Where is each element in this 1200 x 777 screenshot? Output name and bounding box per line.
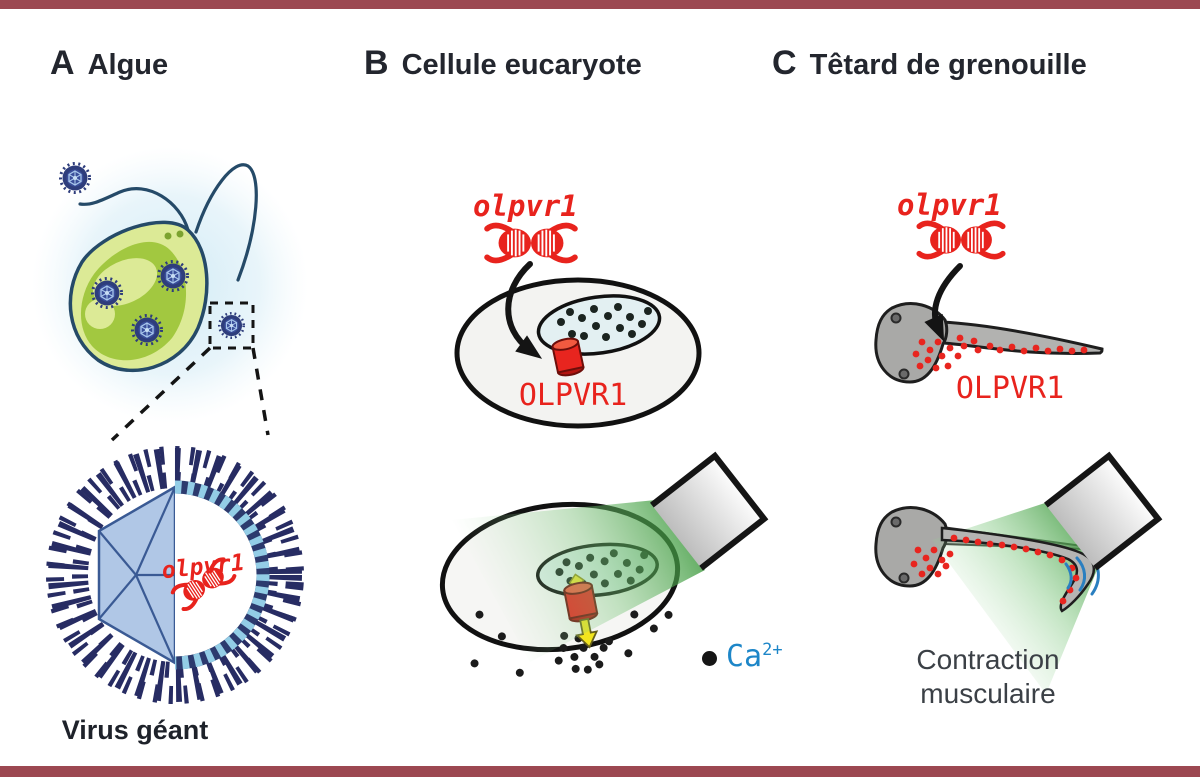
contraction-caption-line2: musculaire xyxy=(920,678,1055,709)
panel-b-letter: B xyxy=(364,44,389,82)
light-beam xyxy=(452,500,705,662)
expressed-protein-dots xyxy=(910,534,1080,605)
giant-virus-membrane xyxy=(174,480,270,670)
tadpole-eye xyxy=(898,368,910,380)
panel-a-illustration: olpvr1 Virus géant xyxy=(32,147,308,745)
tadpole-eye xyxy=(898,572,910,584)
panel-c-header: C Têtard de grenouille xyxy=(772,44,1087,83)
alga-cell xyxy=(68,220,209,373)
dna-icon xyxy=(919,220,1003,260)
panel-b-header: B Cellule eucaryote xyxy=(364,44,642,83)
insertion-arrow xyxy=(505,261,543,359)
giant-virus-caption: Virus géant xyxy=(62,715,209,745)
panel-c-title: Têtard de grenouille xyxy=(809,49,1087,81)
panel-c-letter: C xyxy=(772,44,797,82)
dna-icon xyxy=(487,222,575,264)
panel-a-letter: A xyxy=(50,44,75,82)
giant-virus-facets xyxy=(98,486,177,664)
protein-label: OLPVR1 xyxy=(519,378,627,413)
expressed-protein-dots xyxy=(912,334,1088,372)
protein-label: OLPVR1 xyxy=(956,371,1064,406)
cell: OLPVR1 xyxy=(454,277,702,429)
calcium-symbol: Ca2+ xyxy=(726,639,783,674)
channel-protein xyxy=(551,337,585,377)
light-source xyxy=(1044,451,1163,571)
magnifier-callout xyxy=(110,301,270,442)
calcium-dot-icon xyxy=(702,651,717,666)
top-border-bar xyxy=(0,0,1200,9)
calcium-charge: 2+ xyxy=(762,640,783,660)
gene-label: olpvr1 xyxy=(897,188,1002,222)
contraction-caption-line1: Contraction xyxy=(916,644,1059,675)
giant-virus: olpvr1 xyxy=(46,446,304,704)
panel-a-title: Algue xyxy=(87,49,169,81)
panel-c-illustration: olpvr1 OLPVR1 xyxy=(874,188,1163,709)
panel-b-illustration: olpvr1 OLPVR1 xyxy=(439,189,769,677)
tadpole-eye xyxy=(890,516,902,528)
calcium-legend: Ca2+ xyxy=(702,640,783,673)
panel-a-header: A Algue xyxy=(50,44,168,83)
injection-arrow xyxy=(924,263,963,342)
light-source xyxy=(650,451,769,571)
gene-label: olpvr1 xyxy=(473,189,578,223)
panel-b-title: Cellule eucaryote xyxy=(401,49,642,81)
tadpole-eye xyxy=(890,312,902,324)
alga-flagella xyxy=(78,163,258,282)
bottom-border-bar xyxy=(0,766,1200,777)
stored-calcium-dots xyxy=(557,303,652,341)
